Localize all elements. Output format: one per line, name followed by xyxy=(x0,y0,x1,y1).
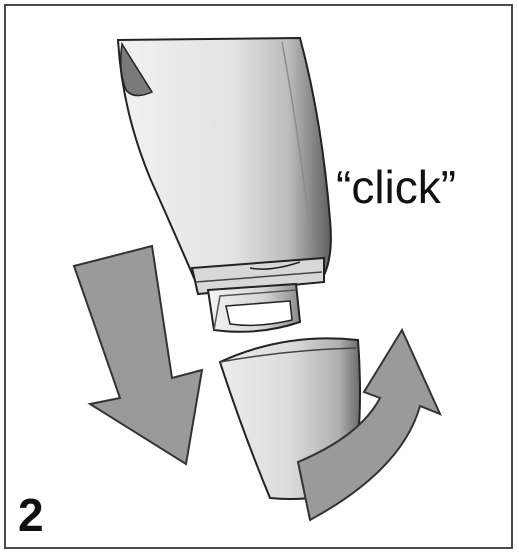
step-number: 2 xyxy=(18,488,44,542)
click-annotation: “click” xyxy=(336,160,456,214)
down-arrow-icon xyxy=(74,246,202,464)
